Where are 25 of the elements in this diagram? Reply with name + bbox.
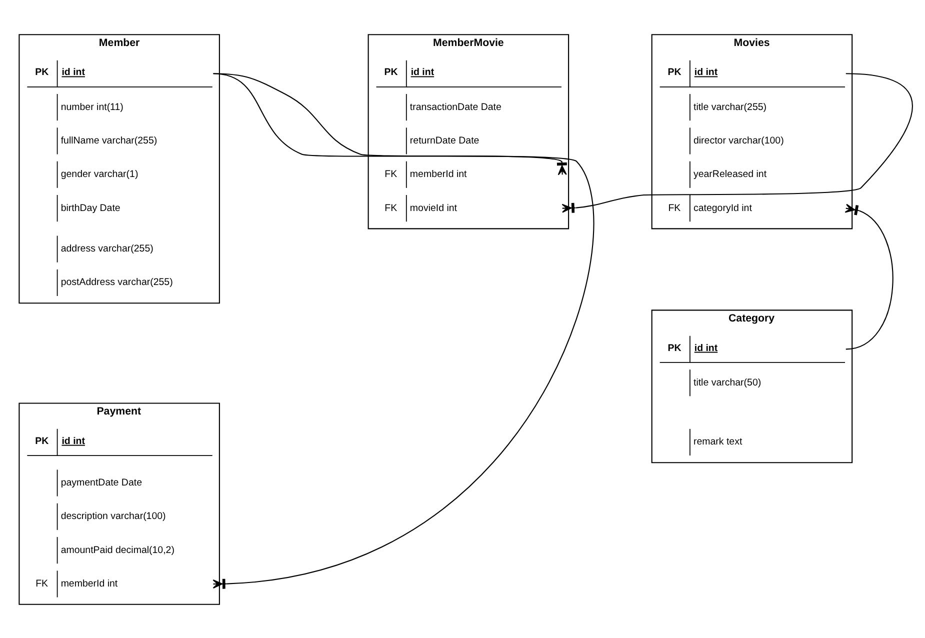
node-text: birthDay Date [60, 202, 120, 214]
node-text: FK movieId int [384, 202, 458, 214]
node-text: title varchar(255) [693, 101, 767, 112]
node-text: yearReleased int [693, 168, 767, 180]
node-text: PK id int [384, 66, 434, 78]
node-text: fullName varchar(255) [60, 134, 158, 146]
node-text: returnDate Date [410, 134, 480, 146]
node-text: address varchar(255) [60, 243, 154, 254]
node-text: gender varchar(1) [60, 168, 138, 180]
node-text: remark text [693, 436, 742, 448]
node-text: PK id int [668, 66, 718, 78]
node-text: title varchar(50) [693, 376, 762, 388]
node-text: PK id int [668, 342, 718, 354]
node-text: postAddress varchar(255) [60, 276, 173, 288]
node-text: director varchar(100) [693, 134, 784, 146]
node-text: FK memberId int [384, 168, 467, 180]
node-text: transactionDate Date [410, 101, 502, 112]
node-text: FK memberId int [36, 578, 118, 589]
node-text: number int(11) [60, 101, 124, 112]
node-text: PK id int [35, 66, 85, 78]
node-text: paymentDate Date [60, 476, 142, 488]
node-text: PK id int [35, 435, 85, 446]
node-text: description varchar(100) [60, 510, 166, 522]
node-text: FK categoryId int [668, 202, 752, 214]
node-text: amountPaid decimal(10,2) [60, 544, 174, 556]
